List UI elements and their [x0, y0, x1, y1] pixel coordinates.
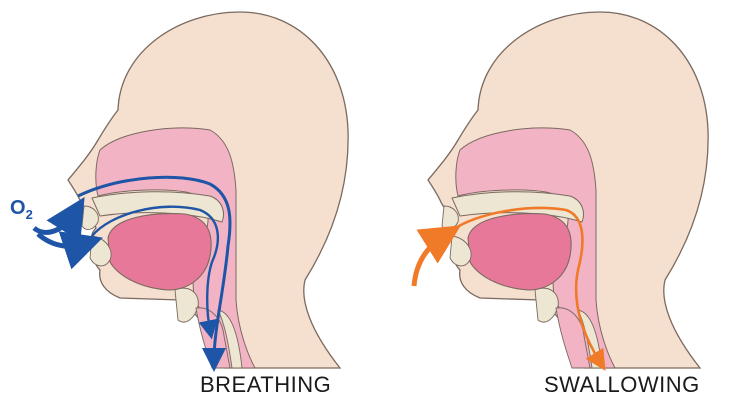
- swallowing-entry-arrow: [414, 236, 444, 286]
- breathing-inflow-arrow-2: [38, 234, 84, 246]
- caption-swallowing: SWALLOWING: [544, 372, 700, 398]
- oxygen-label: O2: [10, 197, 33, 222]
- oxygen-label-element: O: [10, 197, 26, 219]
- breathing-inflow-arrow-1: [34, 214, 74, 232]
- caption-breathing: BREATHING: [200, 372, 331, 398]
- oxygen-label-subscript: 2: [26, 207, 33, 222]
- swallowing-panel: [414, 12, 708, 368]
- swallowing-head: [428, 12, 708, 368]
- breathing-panel: [34, 12, 348, 368]
